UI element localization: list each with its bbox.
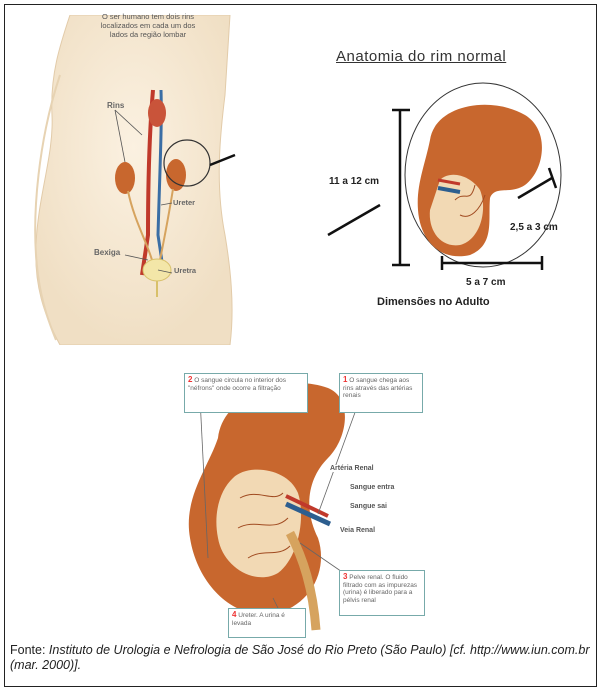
info-box-arteries: 1 O sangue chega aos rins através das ar…: [339, 373, 423, 413]
info-box-arteries-text: O sangue chega aos rins através das arté…: [343, 377, 412, 399]
label-bexiga: Bexiga: [94, 248, 120, 257]
info-box-filtration: 2 O sangue circula no interior dos "néfr…: [184, 373, 308, 413]
info-box-filtration-number: 2: [188, 375, 192, 384]
info-box-ureter: 4 Ureter. A urina é levada: [228, 608, 306, 638]
body-note: O ser humano tem dois rins localizados e…: [100, 12, 196, 39]
anatomy-title: Anatomia do rim normal: [336, 48, 506, 65]
dimension-width: 5 a 7 cm: [466, 277, 505, 288]
label-uretra: Uretra: [174, 266, 196, 275]
source-text: Instituto de Urologia e Nefrologia de Sã…: [10, 643, 589, 672]
dimension-height: 11 a 12 cm: [329, 176, 379, 187]
label-rins: Rins: [107, 101, 124, 110]
dimensions-caption: Dimensões no Adulto: [377, 296, 490, 308]
info-box-ureter-number: 4: [232, 610, 236, 619]
source-caption: Fonte: Instituto de Urologia e Nefrologi…: [10, 643, 595, 673]
info-box-pelvis-text: Pelve renal. O fluido filtrado com as im…: [343, 574, 417, 604]
info-box-pelvis: 3 Pelve renal. O fluido filtrado com as …: [339, 570, 425, 616]
info-box-arteries-number: 1: [343, 375, 347, 384]
tag-veia-renal: Veia Renal: [340, 527, 375, 534]
left-kidney: [115, 162, 135, 194]
tag-sangue-sai: Sangue sai: [350, 503, 387, 510]
bladder: [143, 259, 171, 281]
label-ureter: Ureter: [173, 198, 195, 207]
tag-sangue-entra: Sangue entra: [350, 484, 394, 491]
info-box-filtration-text: O sangue circula no interior dos "néfron…: [188, 377, 286, 392]
info-box-ureter-text: Ureter. A urina é levada: [232, 612, 285, 627]
dimension-thickness: 2,5 a 3 cm: [510, 222, 558, 233]
tag-arteria-renal: Artéria Renal: [330, 465, 374, 472]
source-prefix: Fonte:: [10, 643, 49, 657]
body-figure: [30, 15, 245, 345]
anatomy-diagram: [320, 80, 590, 300]
info-box-pelvis-number: 3: [343, 572, 347, 581]
